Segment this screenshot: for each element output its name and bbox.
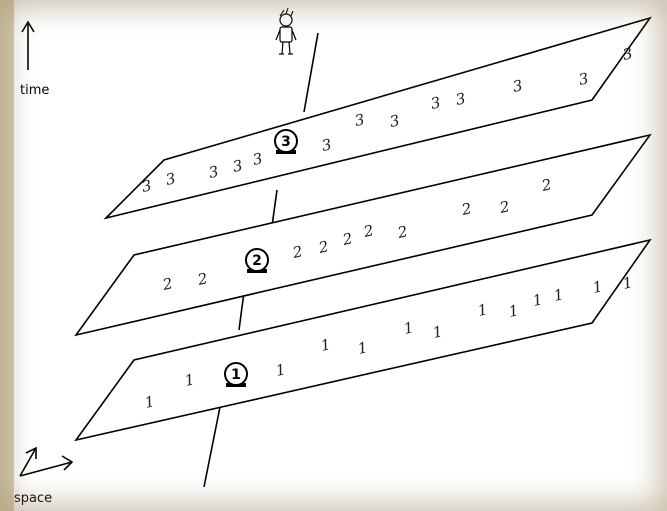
clock-icon: 2 [246,249,268,273]
space-label: space [14,491,52,506]
time-label-digit: 1 [621,273,634,293]
person-icon [276,8,296,54]
time-label: time [20,83,49,98]
time-label-digit: 3 [621,44,634,64]
clock-icon: 3 [275,130,297,154]
clock-number: 1 [231,367,241,383]
clock-number: 3 [281,134,291,150]
up-arrow-icon [22,22,34,70]
space-axes-icon [20,448,72,476]
clock-number: 2 [252,253,262,269]
clock-icon: 1 [225,363,247,387]
